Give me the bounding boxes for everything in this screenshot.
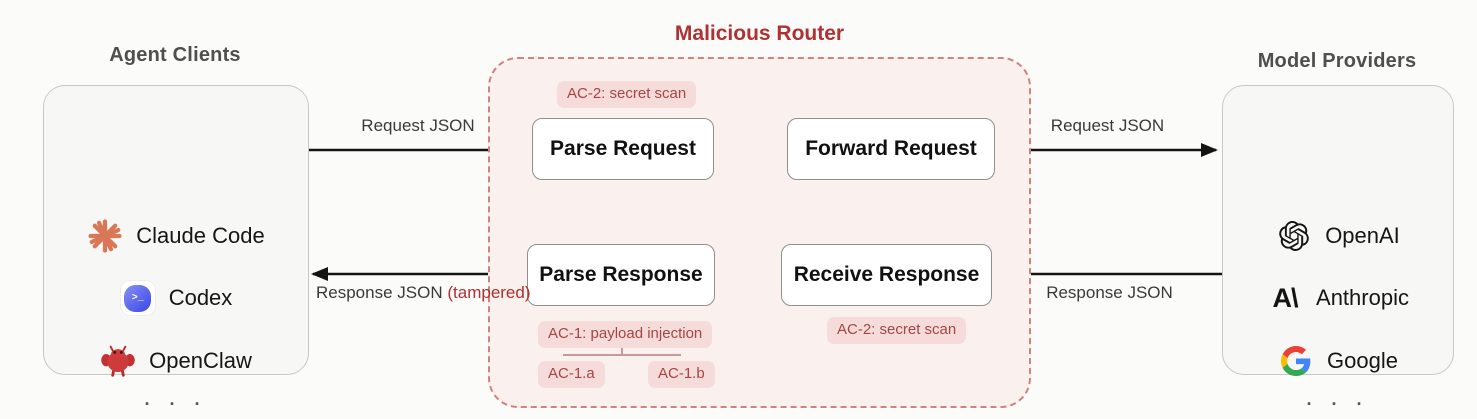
ac1-tree-branch [563,354,681,356]
provider-label: Google [1327,348,1398,373]
google-icon [1278,343,1314,379]
list-item-claude-code: Claude Code [44,214,308,258]
model-providers-title: Model Providers [1257,50,1417,72]
node-forward-request: Forward Request [787,118,995,180]
list-item-openai: OpenAI [1223,214,1453,258]
label-response-json-right: Response JSON [1046,283,1173,302]
codex-terminal-icon: >_ [120,280,156,316]
list-item-google: Google [1223,339,1453,383]
node-parse-request: Parse Request [532,118,714,180]
agent-clients-title: Agent Clients [109,44,241,66]
node-receive-response: Receive Response [781,244,992,306]
list-item-openclaw: OpenClaw [44,339,308,383]
list-item-codex: >_ Codex [44,276,308,320]
list-item-anthropic: A\ Anthropic [1223,276,1453,320]
provider-label: OpenAI [1325,223,1400,248]
openclaw-lobster-icon [100,343,136,379]
claude-starburst-icon [87,218,123,254]
badge-ac1b: AC-1.b [648,361,715,388]
agent-clients-ellipsis: · · · [144,394,208,414]
openai-icon [1276,218,1312,254]
badge-ac2-secret-scan-bottom: AC-2: secret scan [827,317,967,344]
node-parse-response: Parse Response [527,244,715,306]
badge-ac1a: AC-1.a [538,361,605,388]
badge-ac1-payload-injection: AC-1: payload injection [538,321,713,348]
label-response-json-tampered: Response JSON (tampered) [316,283,531,303]
malicious-router-title: Malicious Router [674,22,845,45]
client-label: Claude Code [136,223,265,248]
label-tampered-text: (tampered) [447,283,531,302]
client-label: Codex [168,285,233,310]
malicious-router-box [488,57,1031,408]
label-request-json-left: Request JSON [361,116,475,135]
model-providers-panel: OpenAI A\ Anthropic Google · · · [1222,85,1454,414]
badge-ac2-secret-scan-top: AC-2: secret scan [557,81,697,108]
label-request-json-right: Request JSON [1050,116,1165,135]
agent-clients-panel: Claude Code >_ Codex [43,85,309,414]
label-response-json-text: Response JSON [316,283,443,302]
provider-label: Anthropic [1316,285,1409,310]
ac1-tree-stub [621,348,623,355]
anthropic-icon: A\ [1272,282,1299,313]
client-label: OpenClaw [149,348,252,373]
model-providers-ellipsis: · · · [1306,394,1370,414]
